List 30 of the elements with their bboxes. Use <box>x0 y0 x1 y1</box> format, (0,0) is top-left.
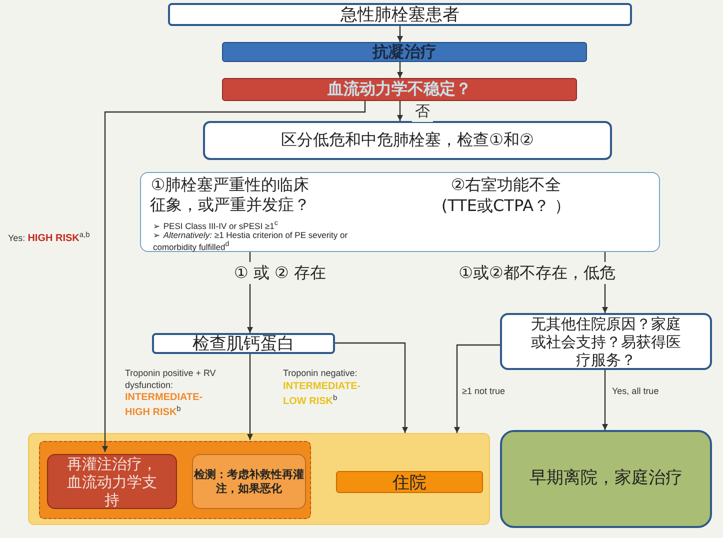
outcome-box: 早期离院，家庭治疗 <box>500 430 712 528</box>
arrow <box>397 101 403 121</box>
question-text: ②右室功能不全 (TTE或CTPA？ ） <box>441 175 571 217</box>
arrow <box>102 101 366 452</box>
arrow <box>247 354 253 440</box>
criterion-text: ➢ PESI Class III-IV or sPESI ≥1$^{c}$ <box>153 219 279 231</box>
arrow <box>247 284 253 333</box>
edge-label: 否 <box>412 102 433 122</box>
criteria-box <box>140 172 660 252</box>
hospital-zone <box>28 433 490 525</box>
arrow <box>454 344 500 433</box>
process-box: 区分低危和中危肺栓塞，检查①和② <box>203 121 612 160</box>
question-text: ①肺栓塞严重性的临床征象，或严重并发症？ <box>149 175 311 215</box>
dashed-panel <box>39 441 311 519</box>
monitoring-box: 检测：考虑补救性再灌注，如果恶化 <box>192 454 306 509</box>
condition-text: ① 或 ② 存在 <box>180 262 380 284</box>
arrow <box>335 342 408 433</box>
hospital-button: 住院 <box>336 471 483 493</box>
arrow <box>397 62 403 78</box>
treatment-box: 再灌注治疗，血流动力学支持 <box>47 454 177 509</box>
process-box: 检查肌钙蛋白 <box>152 333 335 354</box>
arrow <box>397 26 403 42</box>
criterion-text: ➢ Alternatively: ≥1 Hestia criterion of PE severity or comorbidity fulfilled$^{d}$ <box>153 230 349 252</box>
decision-box: 血流动力学不稳定？ <box>222 78 577 101</box>
title-box: 急性肺栓塞患者 <box>168 3 632 26</box>
arrow <box>602 284 608 313</box>
question-box: 无其他住院原因？家庭或社会支持？易获得医疗服务？ <box>500 313 712 370</box>
condition-text: ①或②都不存在，低危 <box>412 262 662 284</box>
arrow <box>602 370 608 430</box>
process-box: 抗凝治疗 <box>222 42 587 62</box>
